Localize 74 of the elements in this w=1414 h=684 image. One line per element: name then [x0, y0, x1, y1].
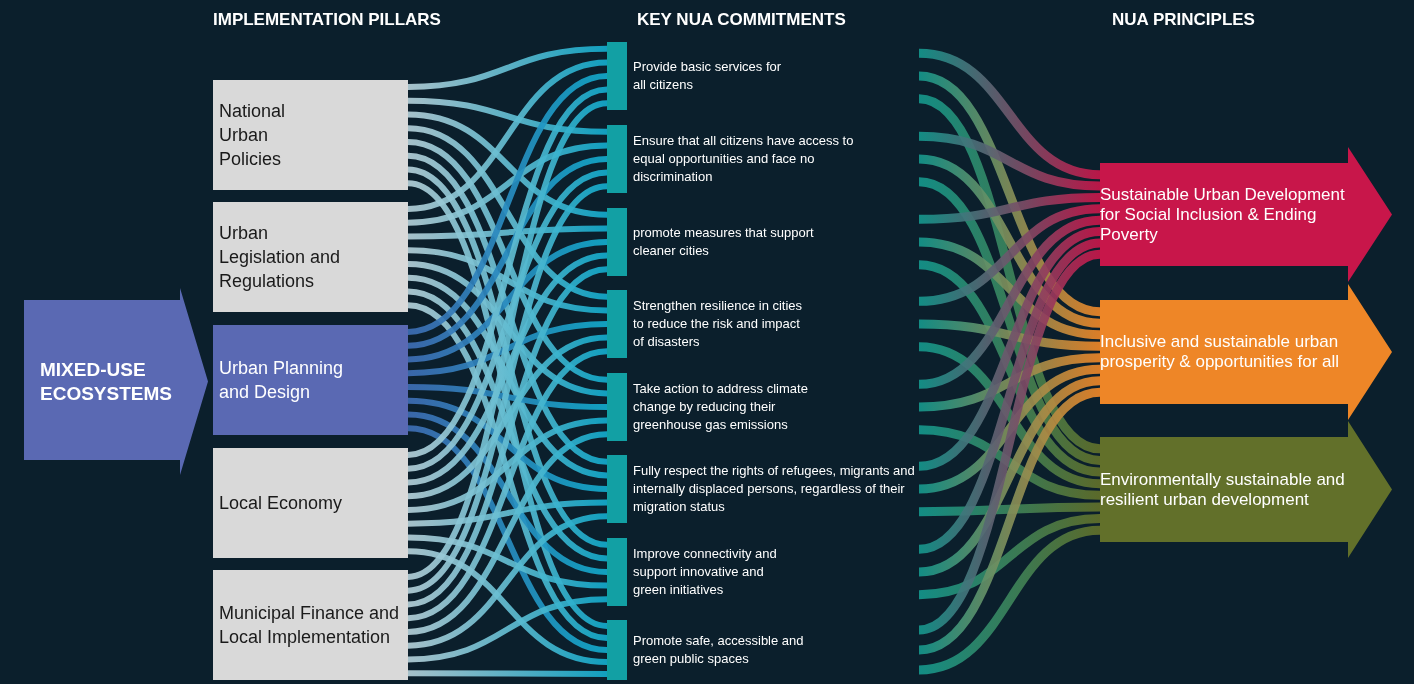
pillar-box: Municipal Finance and Local Implementation — [213, 570, 408, 680]
pillar-box: Urban Planning and Design — [213, 325, 408, 435]
flow-band — [918, 376, 1101, 577]
flow-band — [407, 239, 608, 363]
commitment-node: Improve connectivity and support innovative and green initiatives — [607, 538, 919, 606]
flow-band — [407, 534, 608, 589]
column-heading: KEY NUA COMMITMENTS — [637, 10, 846, 30]
flow-band — [918, 260, 1101, 477]
flow-band — [407, 111, 608, 218]
flow-band — [918, 342, 1101, 489]
flow-band — [407, 45, 608, 90]
flow-band — [407, 97, 608, 135]
flow-band — [918, 502, 1100, 517]
flow-band — [918, 227, 1101, 471]
flow-band — [918, 319, 1101, 351]
column-heading: IMPLEMENTATION PILLARS — [213, 10, 441, 30]
flow-band — [407, 411, 608, 575]
flow-band — [407, 417, 608, 513]
flow-band — [918, 131, 1101, 191]
flow-band — [407, 348, 608, 622]
flow-band — [917, 250, 1102, 635]
commitment-node: promote measures that support cleaner cities — [607, 208, 919, 276]
flow-band — [407, 156, 608, 349]
flow-band — [917, 94, 1102, 454]
pillar-box: Urban Legislation and Regulations — [213, 202, 408, 312]
commitment-node: Fully respect the rights of refugees, migrants and internally displaced persons, regardless of their migration status — [607, 455, 919, 523]
arrow-shape: MIXED-USE ECOSYSTEMS — [24, 288, 208, 475]
flow-band — [407, 397, 608, 492]
flow-band — [407, 142, 608, 226]
flow-band — [918, 514, 1101, 600]
flow-band — [917, 387, 1102, 655]
flow-band — [407, 288, 608, 562]
column-heading: NUA PRINCIPLES — [1112, 10, 1255, 30]
flow-band — [407, 125, 608, 300]
commitment-node: Strengthen resilience in cities to reduce the risk and impact of disasters — [607, 290, 919, 358]
flow-band — [408, 670, 607, 677]
flow-band — [407, 302, 608, 641]
flow-band — [918, 71, 1101, 317]
flow-band — [918, 353, 1101, 412]
flow-band — [407, 73, 608, 335]
flow-band — [918, 215, 1101, 389]
arrow-shape: Environmentally sustainable and resilient urban development — [1100, 421, 1392, 558]
flow-band — [407, 513, 608, 649]
commitment-node: Promote safe, accessible and green public spaces — [607, 620, 919, 680]
flow-band — [917, 238, 1102, 554]
flow-band — [918, 48, 1101, 180]
commitment-node: Ensure that all citizens have access to equal opportunities and face no discrimination — [607, 125, 919, 193]
flow-band — [407, 225, 608, 240]
pillar-box: National Urban Policies — [213, 80, 408, 190]
arrow-shape: Inclusive and sustainable urban prosperity & opportunities for all — [1100, 284, 1392, 420]
flow-band — [917, 177, 1102, 465]
flow-band — [407, 86, 608, 458]
flow-band — [918, 192, 1101, 224]
flow-band — [918, 237, 1101, 340]
flow-band — [407, 321, 608, 377]
flow-band — [918, 154, 1101, 328]
flow-band — [407, 499, 608, 527]
flow-band — [407, 596, 608, 663]
flow-band — [407, 266, 608, 608]
arrow-shape: Sustainable Urban Development for Social Inclusion & Ending Poverty — [1100, 147, 1392, 282]
flow-band — [918, 425, 1101, 500]
flow-band — [407, 383, 608, 410]
flow-band — [918, 364, 1101, 494]
flow-band — [407, 260, 608, 397]
commitment-node: Take action to address climate change by reducing their greenhouse gas emissions — [607, 373, 919, 441]
pillar-box: Local Economy — [213, 448, 408, 558]
flow-band — [918, 525, 1101, 675]
flow-band — [407, 334, 608, 500]
flow-band — [407, 247, 608, 314]
flow-band — [407, 548, 608, 665]
commitment-node: Provide basic services for all citizens — [607, 42, 919, 110]
flow-band — [407, 59, 608, 212]
flow-band — [918, 204, 1101, 306]
flow-band — [407, 138, 608, 383]
